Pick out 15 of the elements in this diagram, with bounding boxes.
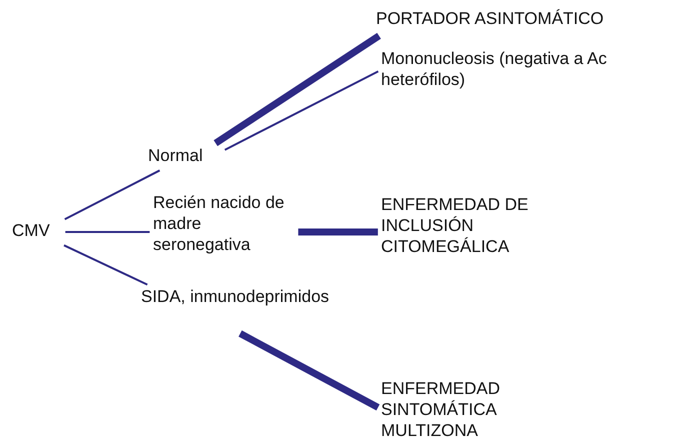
node-label: CMV — [12, 220, 62, 244]
connector-line — [64, 170, 160, 220]
connector-line — [65, 231, 150, 233]
node-label: SIDA, inmunodeprimidos — [141, 286, 331, 332]
node-label: Normal — [148, 145, 222, 169]
node-label: ENFERMEDAD DE INCLUSIÓN CITOMEGÁLICA — [381, 194, 551, 264]
connector-line — [238, 330, 380, 411]
connector-line — [224, 70, 379, 151]
node-label: PORTADOR ASINTOMÁTICO — [376, 8, 668, 34]
node-label: ENFERMEDAD SINTOMÁTICA MULTIZONA — [381, 378, 551, 442]
connector-line — [64, 244, 148, 286]
connector-line — [214, 32, 381, 146]
node-label: Mononucleosis (negativa a Ac heterófilos) — [381, 48, 641, 100]
connector-line — [298, 228, 378, 236]
node-label: Recién nacido de madre seronegativa — [153, 192, 295, 262]
